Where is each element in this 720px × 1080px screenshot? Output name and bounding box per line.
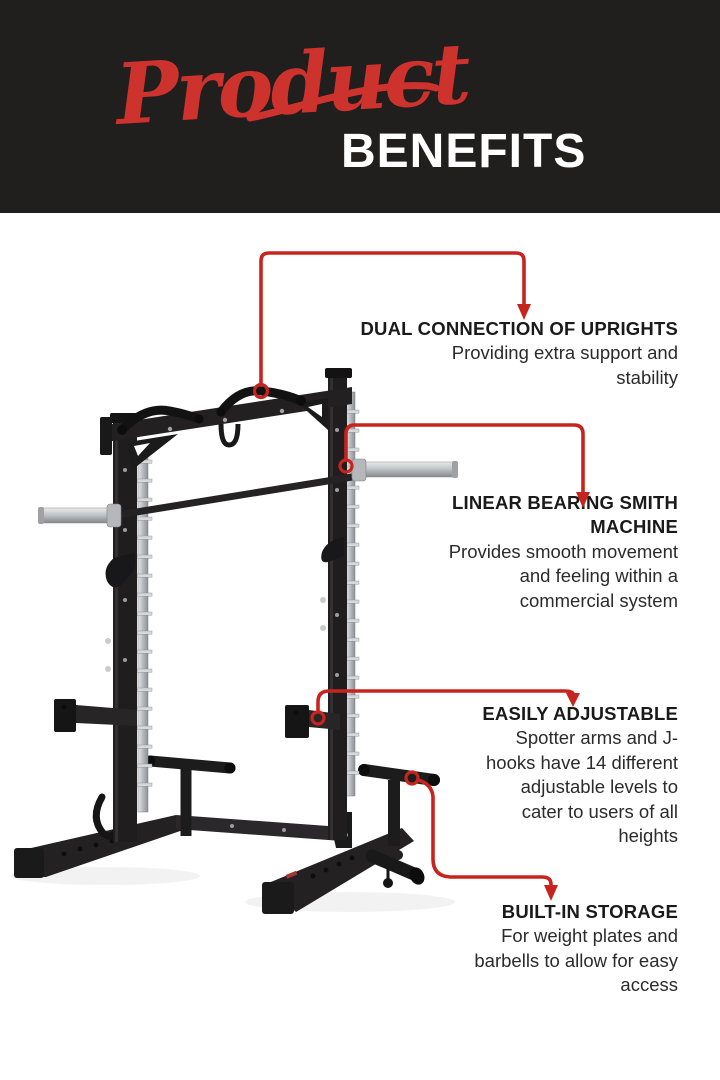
callout-body: For weight plates and barbells to allow … — [474, 925, 678, 996]
left-upright — [105, 413, 153, 842]
callout-built-in-storage: BUILT-IN STORAGE For weight plates and b… — [474, 900, 678, 998]
smith-barbell — [38, 458, 458, 528]
callout-linear-bearing: LINEAR BEARING SMITH MACHINE Provides sm… — [449, 491, 678, 613]
callout-heading: EASILY ADJUSTABLE — [482, 703, 678, 724]
j-hook-left — [105, 553, 136, 588]
callout-body: Providing extra support and stability — [451, 342, 678, 388]
callout-body: Provides smooth movement and feeling wit… — [448, 540, 678, 611]
header-banner: Product BENEFITS — [0, 0, 720, 213]
band-hook — [218, 423, 241, 448]
callout-heading: DUAL CONNECTION OF UPRIGHTS — [360, 318, 678, 339]
j-hook-right — [321, 537, 344, 563]
callout-dual-connection: DUAL CONNECTION OF UPRIGHTS Providing ex… — [360, 317, 678, 390]
thumb-screw — [383, 878, 393, 888]
callout-body: Spotter arms and J- hooks have 14 differ… — [486, 727, 678, 847]
callout-heading: LINEAR BEARING SMITH MACHINE — [452, 492, 678, 538]
storage-pegs — [365, 841, 425, 888]
callout-heading: BUILT-IN STORAGE — [501, 901, 678, 922]
spotter-arm-left — [54, 699, 137, 732]
right-upright — [320, 368, 360, 840]
top-crossbar — [100, 387, 352, 470]
main-title: BENEFITS — [341, 125, 587, 178]
callout-easily-adjustable: EASILY ADJUSTABLE Spotter arms and J- ho… — [482, 702, 678, 848]
